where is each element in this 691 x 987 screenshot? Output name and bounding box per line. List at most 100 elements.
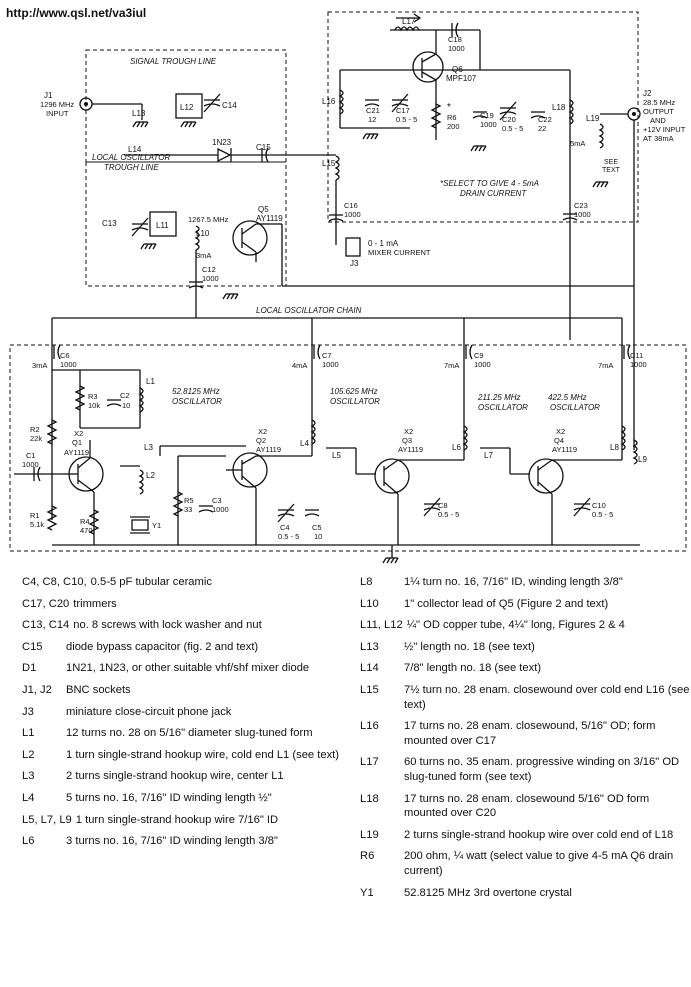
l5-label: L5 [332, 451, 341, 460]
c16-label: C16 [344, 201, 358, 210]
c10-label: C10 [592, 501, 606, 510]
j2-output: OUTPUT [643, 107, 674, 116]
l3-label: L3 [144, 443, 153, 452]
part-description: 3 turns no. 16, 7/16" ID winding length … [66, 835, 278, 848]
r2-label: R2 [30, 425, 40, 434]
q1-pkg: X2 [74, 429, 83, 438]
l18-label: L18 [552, 103, 566, 112]
lo-trough-label-1: LOCAL OSCILLATOR [92, 153, 170, 162]
j2-power: +12V INPUT [643, 125, 686, 134]
osc3-label: OSCILLATOR [478, 403, 528, 412]
q1-ref: Q1 [72, 438, 82, 447]
q1-type: AY1119 [64, 448, 89, 457]
j3-current: 0 - 1 mA [368, 239, 399, 248]
c7-label: C7 [322, 351, 332, 360]
part-ref: L3 [22, 770, 35, 783]
r2-value: 22k [30, 434, 42, 443]
parts-list-entry: L15 7½ turn no. 28 enam. closewound over … [360, 683, 690, 712]
y1-label: Y1 [152, 521, 161, 530]
l17-label: L17 [402, 17, 416, 26]
q4-type: AY1119 [552, 445, 577, 454]
osc1-label: OSCILLATOR [172, 397, 222, 406]
c21-label: C21 [366, 106, 380, 115]
part-ref: L1 [22, 727, 35, 740]
part-description: 12 turns no. 28 on 5/16" diameter slug-t… [66, 727, 313, 740]
parts-list-entry: L1 12 turns no. 28 on 5/16" diameter slug… [22, 726, 352, 741]
part-ref: D1 [22, 662, 37, 675]
part-description: 1 turn single-strand hookup wire 7/16" I… [75, 813, 279, 826]
j1-freq: 1296 MHz [40, 100, 74, 109]
c6-label: C6 [60, 351, 70, 360]
r6-star: * [447, 102, 451, 113]
c2-value: 10 [122, 401, 130, 410]
part-description: 1 turn single-strand hookup wire, cold e… [66, 748, 340, 761]
l11-label: L11 [156, 221, 169, 230]
q5-ref: Q5 [258, 205, 269, 214]
part-description: 2 turns single-strand hookup wire over c… [404, 828, 674, 841]
l9-label: L9 [638, 455, 647, 464]
part-ref: L10 [360, 597, 379, 610]
c3-value: 1000 [212, 505, 229, 514]
part-ref: L5, L7, L9 [22, 813, 72, 826]
part-ref: C4, C8, C10, [22, 576, 87, 588]
part-description: ½" length no. 18 (see text) [404, 640, 535, 653]
part-description: 7½ turn no. 28 enam. closewound over col… [404, 683, 690, 711]
c21-value: 12 [368, 115, 376, 124]
l6-label: L6 [452, 443, 461, 452]
q3-ref: Q3 [402, 436, 412, 445]
c14-label: C14 [222, 101, 237, 110]
note-line-1: *SELECT TO GIVE 4 - 5mA [440, 179, 539, 188]
j2-and: AND [650, 116, 666, 125]
part-ref: L8 [360, 576, 373, 588]
l18-current: 5mA [570, 139, 585, 148]
l2-label: L2 [146, 471, 155, 480]
y1-crystal [131, 519, 149, 531]
part-ref: C13, C14 [22, 619, 70, 632]
c8-label: C8 [438, 501, 448, 510]
part-ref: J1, J2 [22, 683, 52, 696]
c1-label: C1 [26, 451, 36, 460]
parts-list-entry: C4, C8, C10,0.5-5 pF tubular ceramic [22, 575, 352, 590]
part-description: miniature close-circuit phone jack [66, 705, 232, 718]
c5-label: C5 [312, 523, 322, 532]
l8-label: L8 [610, 443, 619, 452]
part-ref: C15 [22, 640, 43, 653]
part-description: 0.5-5 pF tubular ceramic [90, 576, 212, 588]
c11-label: C11 [630, 351, 643, 360]
part-ref: L15 [360, 683, 379, 696]
part-ref: L19 [360, 828, 379, 841]
c17-label: C17 [396, 106, 410, 115]
c12-value: 1000 [202, 274, 219, 283]
q4-ref: Q4 [554, 436, 564, 445]
osc2-label: OSCILLATOR [330, 397, 380, 406]
c6-value: 1000 [60, 360, 77, 369]
c9-value: 1000 [474, 360, 491, 369]
c19-label: C19 [480, 111, 494, 120]
c13-label: C13 [102, 219, 117, 228]
mixer-ifamp-box [327, 11, 639, 223]
c22-label: C22 [538, 115, 552, 124]
lo-chain-label: LOCAL OSCILLATOR CHAIN [256, 306, 362, 315]
l12-label: L12 [180, 103, 194, 112]
l14-label: L14 [128, 145, 142, 154]
q5-type: AY1119 [256, 214, 283, 223]
part-description: 2 turns single-strand hookup wire, cente… [66, 770, 284, 783]
parts-list-entry: L3 2 turns single-strand hookup wire, cen… [22, 769, 352, 784]
c9-label: C9 [474, 351, 484, 360]
part-ref: C17, C20 [22, 597, 70, 610]
d1-label: 1N23 [212, 138, 232, 147]
osc2-freq: 105.625 MHz [330, 387, 378, 396]
c5-value: 10 [314, 532, 322, 541]
j3-jack [345, 237, 361, 257]
